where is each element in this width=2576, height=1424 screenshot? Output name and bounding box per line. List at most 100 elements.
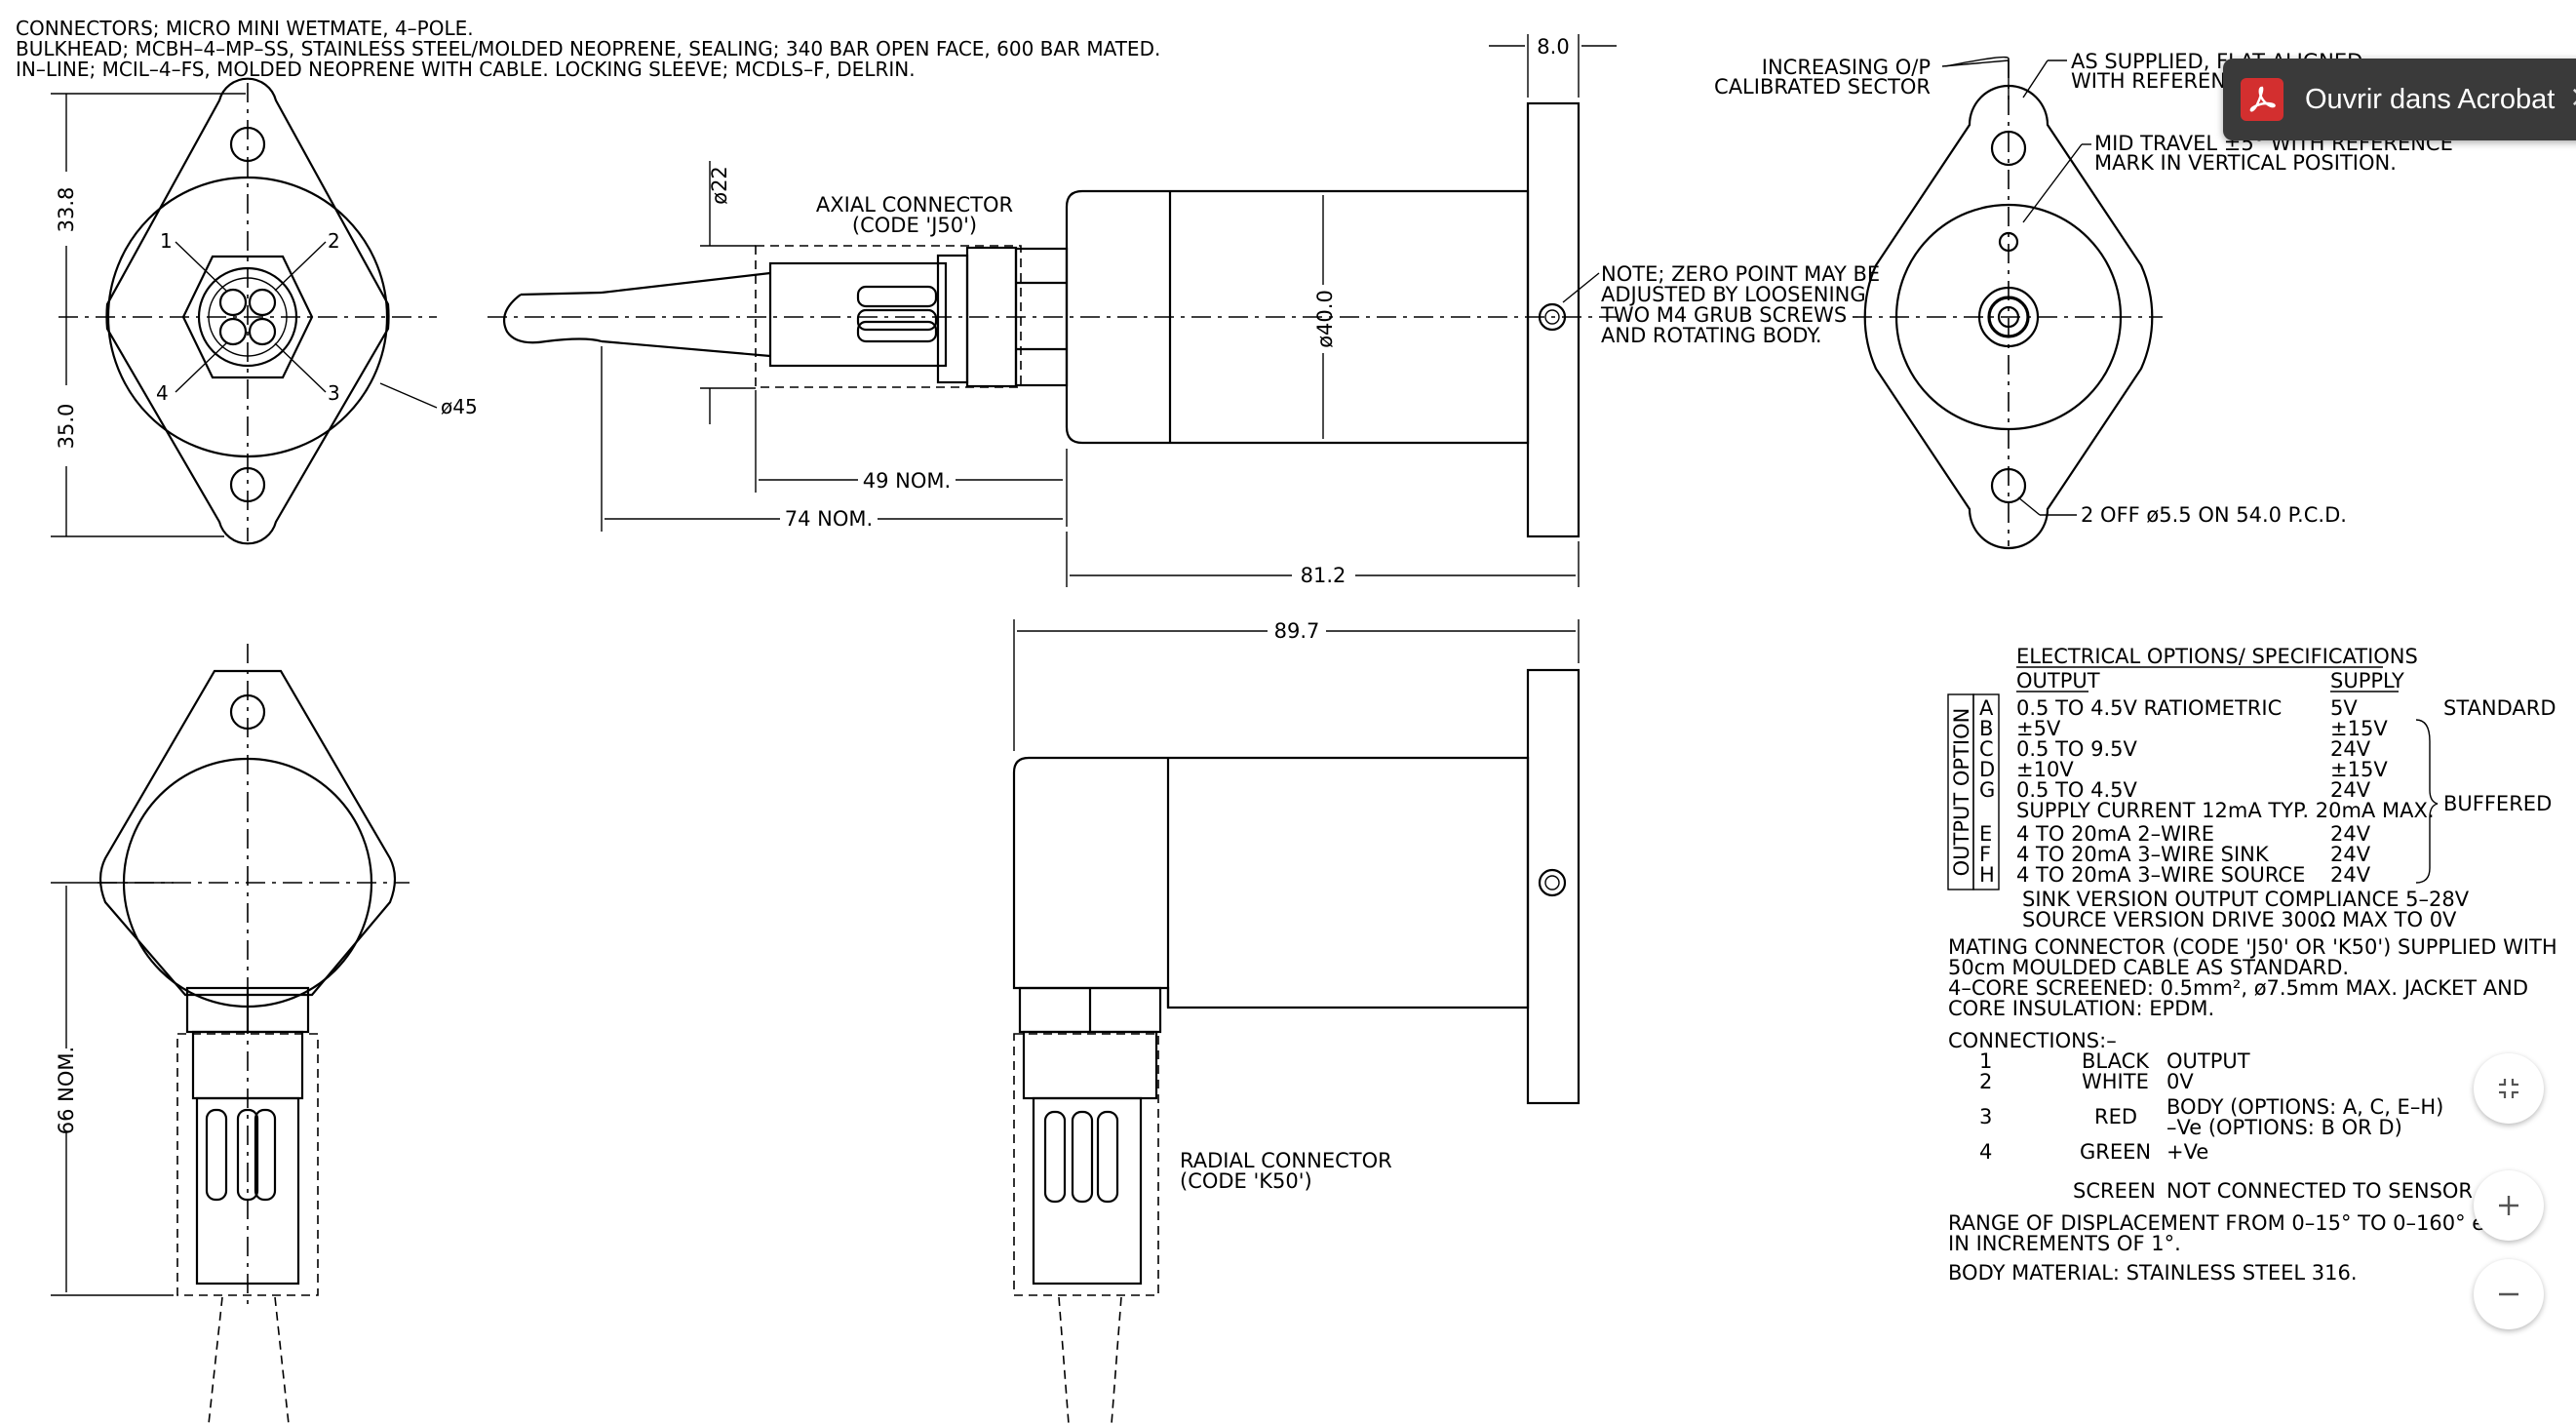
dim-body-diameter: ø40.0 xyxy=(1313,290,1337,348)
option-supply-a: 5V xyxy=(2330,696,2358,720)
spec-title: ELECTRICAL OPTIONS/ SPECIFICATIONS xyxy=(2016,645,2418,668)
mid-travel-label-2: MARK IN VERTICAL POSITION. xyxy=(2094,151,2397,175)
option-output-f: 4 TO 20mA 3–WIRE SINK xyxy=(2016,843,2270,866)
connection-2-desc: 0V xyxy=(2166,1070,2194,1093)
radial-connector-label-2: (CODE 'K50') xyxy=(1180,1169,1312,1193)
dim-upper-33-8: 33.8 xyxy=(55,187,78,233)
pin-label-3: 3 xyxy=(328,381,340,405)
connection-4-color: GREEN xyxy=(2080,1140,2151,1164)
pin-label-4: 4 xyxy=(156,381,169,405)
option-code-e: E xyxy=(1979,822,1992,846)
zero-note-line-3: TWO M4 GRUB SCREWS xyxy=(1600,303,1847,327)
zero-note-line-2: ADJUSTED BY LOOSENING xyxy=(1601,283,1866,306)
connection-1-number: 1 xyxy=(1979,1049,1992,1073)
screen-desc: NOT CONNECTED TO SENSOR xyxy=(2166,1179,2473,1203)
connection-1-color: BLACK xyxy=(2082,1049,2150,1073)
acrobat-pdf-icon xyxy=(2241,78,2283,121)
mating-line-2: 50cm MOULDED CABLE AS STANDARD. xyxy=(1948,956,2349,979)
mating-line-4: CORE INSULATION: EPDM. xyxy=(1948,997,2214,1020)
zoom-out-button[interactable] xyxy=(2474,1259,2544,1329)
fit-page-button[interactable] xyxy=(2474,1053,2544,1124)
header-note-line-1: CONNECTORS; MICRO MINI WETMATE, 4–POLE. xyxy=(16,17,474,40)
option-output-h: 4 TO 20mA 3–WIRE SOURCE xyxy=(2016,863,2305,887)
zero-note-line-4: AND ROTATING BODY. xyxy=(1601,324,1822,347)
connection-3-color: RED xyxy=(2094,1105,2137,1128)
sector-label-1: INCREASING O/P xyxy=(1762,56,1931,79)
dim-66-nom: 66 NOM. xyxy=(55,1047,78,1134)
holes-label: 2 OFF ø5.5 ON 54.0 P.C.D. xyxy=(2081,503,2347,527)
dim-cable-diameter: ø22 xyxy=(708,166,731,205)
radial-connector-label-1: RADIAL CONNECTOR xyxy=(1180,1149,1392,1172)
connection-2-color: WHITE xyxy=(2082,1070,2149,1093)
specifications: ELECTRICAL OPTIONS/ SPECIFICATIONS OUTPU… xyxy=(1947,645,2557,1285)
option-code-c: C xyxy=(1979,737,1994,761)
range-line-2: IN INCREMENTS OF 1°. xyxy=(1948,1232,2181,1255)
option-supply-e: 24V xyxy=(2330,822,2371,846)
header-note-line-2: BULKHEAD; MCBH–4–MP–SS, STAINLESS STEEL/… xyxy=(16,37,1160,60)
output-option-label: OUTPUT OPTION xyxy=(1950,708,1973,877)
option-output-d: ±10V xyxy=(2016,758,2074,781)
open-in-acrobat-button[interactable]: Ouvrir dans Acrobat × xyxy=(2223,59,2576,140)
connection-3-desc-2: –Ve (OPTIONS: B OR D) xyxy=(2166,1116,2402,1139)
radial-side-view: 89.7 RADIAL CONNECTOR (CODE 'K50') xyxy=(1012,619,1581,1424)
mating-line-3: 4–CORE SCREENED: 0.5mm², ø7.5mm MAX. JAC… xyxy=(1948,976,2528,1000)
axial-side-view: ø22 AXIAL CONNECTOR (CODE 'J50') ø40.0 4… xyxy=(488,34,1880,587)
sector-label-2: CALIBRATED SECTOR xyxy=(1714,75,1931,99)
option-supply-d: ±15V xyxy=(2330,758,2388,781)
option-output-e: 4 TO 20mA 2–WIRE xyxy=(2016,822,2214,846)
option-output-g: 0.5 TO 4.5V xyxy=(2016,778,2138,802)
zoom-in-button[interactable] xyxy=(2474,1170,2544,1241)
dim-49-nom: 49 NOM. xyxy=(863,469,951,493)
connections-title: CONNECTIONS:– xyxy=(1948,1029,2117,1052)
option-supply-h: 24V xyxy=(2330,863,2371,887)
spec-col-output: OUTPUT xyxy=(2016,669,2100,692)
header-note-line-3: IN–LINE; MCIL–4–FS, MOLDED NEOPRENE WITH… xyxy=(16,58,916,81)
buffered-label: BUFFERED xyxy=(2443,792,2552,815)
close-icon[interactable]: × xyxy=(2569,80,2576,114)
zoom-in-icon xyxy=(2499,1196,2518,1215)
axial-connector-label-2: (CODE 'J50') xyxy=(852,214,977,237)
standard-label: STANDARD xyxy=(2443,696,2556,720)
supply-current-line: SUPPLY CURRENT 12mA TYP. 20mA MAX. xyxy=(2016,799,2435,822)
rear-view: INCREASING O/P CALIBRATED SECTOR AS SUPP… xyxy=(1714,50,2453,550)
connection-1-desc: OUTPUT xyxy=(2166,1049,2250,1073)
connection-4-desc: +Ve xyxy=(2166,1140,2208,1164)
pin-label-2: 2 xyxy=(328,229,340,253)
connection-4-number: 4 xyxy=(1979,1140,1992,1164)
option-supply-g: 24V xyxy=(2330,778,2371,802)
spec-col-supply: SUPPLY xyxy=(2330,669,2404,692)
dim-89-7: 89.7 xyxy=(1274,619,1320,643)
pin-label-1: 1 xyxy=(160,229,173,253)
header-notes: CONNECTORS; MICRO MINI WETMATE, 4–POLE. … xyxy=(16,17,1160,81)
open-in-acrobat-label: Ouvrir dans Acrobat xyxy=(2305,83,2556,115)
option-supply-b: ±15V xyxy=(2330,717,2388,740)
dim-lower-35-0: 35.0 xyxy=(55,404,78,450)
option-code-h: H xyxy=(1979,863,1995,887)
option-code-g: G xyxy=(1979,778,1995,802)
mating-line-1: MATING CONNECTOR (CODE 'J50' OR 'K50') S… xyxy=(1948,935,2557,959)
option-output-b: ±5V xyxy=(2016,717,2061,740)
dim-74-nom: 74 NOM. xyxy=(785,507,873,531)
dim-8-0: 8.0 xyxy=(1537,35,1569,59)
as-supplied-label-2: WITH REFERENCE xyxy=(2071,69,2253,93)
option-code-f: F xyxy=(1979,843,1991,866)
screen-label: SCREEN xyxy=(2073,1179,2156,1203)
body-material-line: BODY MATERIAL: STAINLESS STEEL 316. xyxy=(1948,1261,2358,1285)
connection-3-desc: BODY (OPTIONS: A, C, E–H) xyxy=(2166,1095,2443,1119)
radial-front-view: 66 NOM. xyxy=(51,644,410,1424)
option-supply-c: 24V xyxy=(2330,737,2371,761)
zero-note-line-1: NOTE; ZERO POINT MAY BE xyxy=(1601,262,1880,286)
option-output-c: 0.5 TO 9.5V xyxy=(2016,737,2138,761)
option-output-a: 0.5 TO 4.5V RATIOMETRIC xyxy=(2016,696,2282,720)
option-supply-f: 24V xyxy=(2330,843,2371,866)
option-code-d: D xyxy=(1979,758,1995,781)
option-code-a: A xyxy=(1979,696,1994,720)
zoom-out-icon xyxy=(2499,1292,2518,1296)
dim-81-2: 81.2 xyxy=(1301,564,1347,587)
connection-2-number: 2 xyxy=(1979,1070,1992,1093)
front-view: 1 2 3 4 ø45 33.8 35.0 xyxy=(51,77,478,545)
range-line-1: RANGE OF DISPLACEMENT FROM 0–15° TO 0–16… xyxy=(1948,1211,2511,1235)
axial-connector-label-1: AXIAL CONNECTOR xyxy=(816,193,1013,217)
flange-diameter-label: ø45 xyxy=(441,395,478,418)
